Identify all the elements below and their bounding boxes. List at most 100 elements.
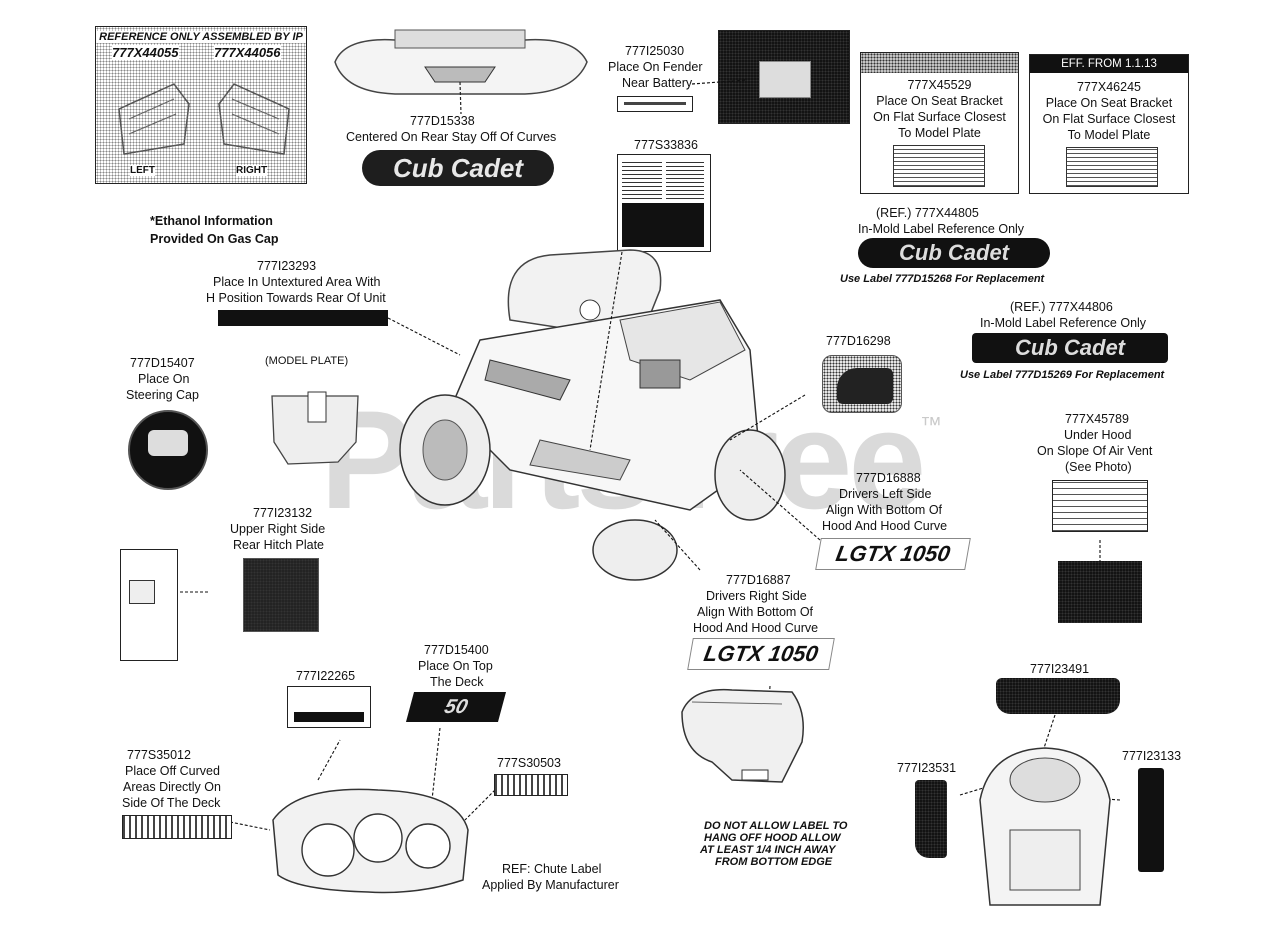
decal-777s30503-part: 777S30503 <box>497 756 561 770</box>
rear-stay-part: 777D15338 <box>410 114 475 128</box>
seat-bracket-header-2: EFF. FROM 1.1.13 <box>1030 55 1188 73</box>
seat-bracket-box-1: 777X45529 Place On Seat Bracket On Flat … <box>860 52 1019 194</box>
seat-bracket-2-line3: To Model Plate <box>1067 128 1151 142</box>
hitch-decal <box>243 558 319 632</box>
under-hood-line3: (See Photo) <box>1065 460 1132 474</box>
deck-side-line2: Areas Directly On <box>123 780 221 794</box>
untextured-part: 777I23293 <box>257 259 317 273</box>
deck-top-part: 777D15400 <box>424 643 489 657</box>
fender-part: 777I25030 <box>625 44 685 58</box>
deck-side-line1: Place Off Curved <box>125 764 220 778</box>
under-hood-line1: Under Hood <box>1064 428 1132 442</box>
ref-44806-part: (REF.) 777X44806 <box>1010 300 1113 314</box>
brand-text: Cub Cadet <box>393 152 523 183</box>
seat-bracket-1-part: 777X45529 <box>907 78 972 92</box>
seat-bracket-2-part: 777X46245 <box>1077 80 1141 94</box>
trademark-symbol: ™ <box>920 412 942 437</box>
ref-44806-desc: In-Mold Label Reference Only <box>980 316 1147 330</box>
ref-44805-part: (REF.) 777X44805 <box>876 206 979 220</box>
untextured-line1: Place In Untextured Area With <box>213 275 381 289</box>
reference-left-label: LEFT <box>130 165 155 176</box>
seat-bracket-header-1 <box>861 53 1018 73</box>
ref-44805-replacement: Use Label 777D15268 For Replacement <box>840 273 1045 285</box>
seat-bracket-1-line3: To Model Plate <box>898 126 981 140</box>
steering-cap-line1: Place On <box>138 372 190 386</box>
under-hood-decal <box>1052 480 1148 532</box>
rear-stay-drawing <box>334 29 588 115</box>
rear-stay-desc: Centered On Rear Stay Off Of Curves <box>346 130 557 144</box>
model-badge-text: LGTX 1050 <box>702 641 821 666</box>
fender-leader <box>691 79 748 85</box>
reference-part-left: 777X44055 <box>112 45 179 60</box>
chute-line2: Applied By Manufacturer <box>482 878 619 892</box>
model-plate-label: (MODEL PLATE) <box>265 355 349 367</box>
hood-note-line4: FROM BOTTOM EDGE <box>715 856 833 868</box>
seat-bracket-2-line2: On Flat Surface Closest <box>1042 112 1176 126</box>
reference-title: REFERENCE ONLY ASSEMBLED BY IP <box>96 31 306 43</box>
right-side-part: 777D16887 <box>726 573 791 587</box>
under-hood-line2: On Slope Of Air Vent <box>1037 444 1153 458</box>
ref-44805-desc: In-Mold Label Reference Only <box>858 222 1025 236</box>
left-side-line3: Hood And Hood Curve <box>822 519 948 533</box>
reference-part-right: 777X44056 <box>214 45 281 60</box>
deck-top-line1: Place On Top <box>418 659 493 673</box>
reference-right-label: RIGHT <box>236 165 268 176</box>
tractor-drawing <box>399 249 786 581</box>
seat-bracket-box-2: EFF. FROM 1.1.13 777X46245 Place On Seat… <box>1029 54 1189 194</box>
decal-777i23133 <box>1138 768 1164 872</box>
decal-777s33836-part: 777S33836 <box>634 138 698 152</box>
battery-photo <box>718 30 850 124</box>
hitch-part: 777I23132 <box>253 506 313 520</box>
deck-top-line2: The Deck <box>430 675 484 689</box>
reference-decal-box: REFERENCE ONLY ASSEMBLED BY IP 777X44055… <box>95 26 307 184</box>
cub-cadet-logo-1: Cub Cadet <box>362 150 554 186</box>
decal-777i23133-part: 777I23133 <box>1122 749 1182 763</box>
left-decal-outline <box>118 83 190 155</box>
right-decal-outline <box>218 83 290 155</box>
right-side-line1: Drivers Right Side <box>706 589 807 603</box>
decal-777i22265-part: 777I22265 <box>296 669 356 683</box>
steering-cap-decal <box>128 410 208 490</box>
model-plate-drawing <box>271 391 359 465</box>
hitch-line1: Upper Right Side <box>230 522 326 536</box>
decal-777d16298 <box>822 355 902 413</box>
steering-cap-part: 777D15407 <box>130 356 195 370</box>
right-side-line2: Align With Bottom Of <box>697 605 814 619</box>
deck-size-badge: 50 <box>405 692 507 722</box>
decal-777i22265 <box>287 686 371 728</box>
model-badge-left: LGTX 1050 <box>815 538 971 570</box>
hood-note-line2: HANG OFF HOOD ALLOW <box>704 832 841 844</box>
deck-drawing <box>272 788 469 894</box>
cub-cadet-logo-3: Cub Cadet <box>972 333 1168 363</box>
left-side-part: 777D16888 <box>856 471 921 485</box>
hitch-line2: Rear Hitch Plate <box>233 538 325 552</box>
fender-line2: Near Battery <box>622 76 693 90</box>
decal-777i23491-part: 777I23491 <box>1030 662 1090 676</box>
hood-note-line1: DO NOT ALLOW LABEL TO <box>704 820 848 832</box>
deck-side-part: 777S35012 <box>127 748 191 762</box>
model-badge-right: LGTX 1050 <box>687 638 835 670</box>
untextured-decal <box>218 310 388 326</box>
decal-777s30503 <box>494 774 568 796</box>
hood-note-line3: AT LEAST 1/4 INCH AWAY <box>700 844 836 856</box>
chute-line1: REF: Chute Label <box>502 862 602 876</box>
decal-777i23491 <box>996 678 1120 714</box>
decal-777i23531 <box>915 780 947 858</box>
steering-cap-line2: Steering Cap <box>126 388 199 402</box>
dash-drawing <box>979 747 1111 906</box>
model-badge-text: LGTX 1050 <box>834 541 953 566</box>
ethanol-line1: *Ethanol Information <box>150 214 273 228</box>
under-hood-photo <box>1058 561 1142 623</box>
deck-side-line3: Side Of The Deck <box>122 796 221 810</box>
cub-cadet-logo-2: Cub Cadet <box>858 238 1050 268</box>
ref-44806-replacement: Use Label 777D15269 For Replacement <box>960 369 1165 381</box>
untextured-line2: H Position Towards Rear Of Unit <box>206 291 386 305</box>
left-side-line1: Drivers Left Side <box>839 487 932 501</box>
deck-side-decal <box>122 815 232 839</box>
hood-drawing <box>681 688 804 783</box>
decal-777i23531-part: 777I23531 <box>897 761 957 775</box>
right-side-line3: Hood And Hood Curve <box>693 621 819 635</box>
ethanol-line2: Provided On Gas Cap <box>150 232 279 246</box>
fender-line1: Place On Fender <box>608 60 703 74</box>
under-hood-part: 777X45789 <box>1065 412 1129 426</box>
